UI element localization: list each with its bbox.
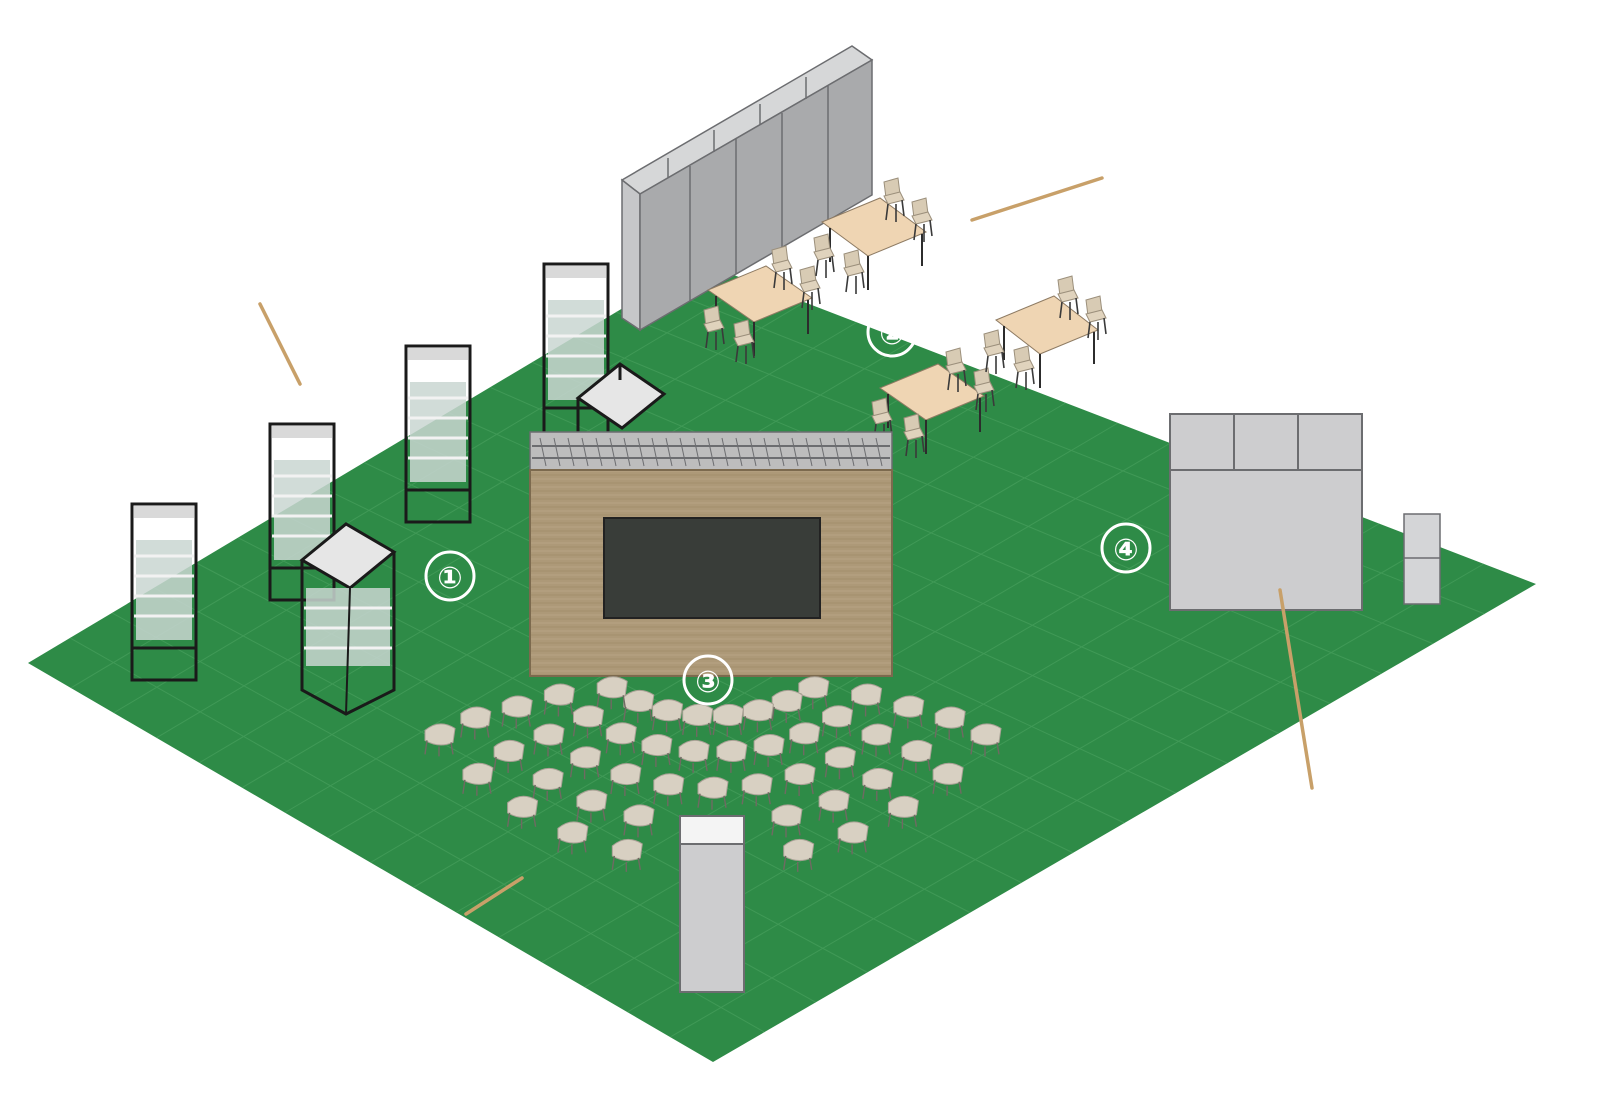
- display-rack: [130, 502, 198, 682]
- area-marker-1: ①: [424, 550, 476, 602]
- back-wall-panels: [620, 45, 874, 332]
- area-1-display-racks: [130, 262, 667, 716]
- area-marker-3: ③: [682, 654, 734, 706]
- table: [995, 295, 1099, 388]
- podium: [679, 815, 745, 993]
- display-rack: [404, 344, 472, 524]
- side-cabinet: [1403, 513, 1441, 605]
- area-marker-2: ②: [866, 306, 918, 358]
- leader-line-area-3: [464, 876, 524, 916]
- area-marker-3-label: ③: [695, 665, 720, 700]
- leader-line-area-1: [258, 302, 302, 386]
- area-2-dining-tables: [703, 177, 1107, 459]
- leader-line-area-4: [1278, 588, 1314, 790]
- cube-frame: [575, 362, 667, 436]
- area-marker-2-label: ②: [879, 317, 904, 352]
- area-marker-4: ④: [1100, 522, 1152, 574]
- area-marker-1-label: ①: [437, 561, 462, 596]
- area-3-stage: [529, 431, 893, 677]
- area-marker-4-label: ④: [1113, 533, 1138, 568]
- cube-shelf: [299, 522, 397, 716]
- table: [820, 197, 928, 290]
- leader-lines: [258, 176, 1314, 916]
- leader-line-area-2: [970, 176, 1104, 222]
- stage-screen: [603, 517, 821, 619]
- area-4-booth: [1169, 413, 1441, 611]
